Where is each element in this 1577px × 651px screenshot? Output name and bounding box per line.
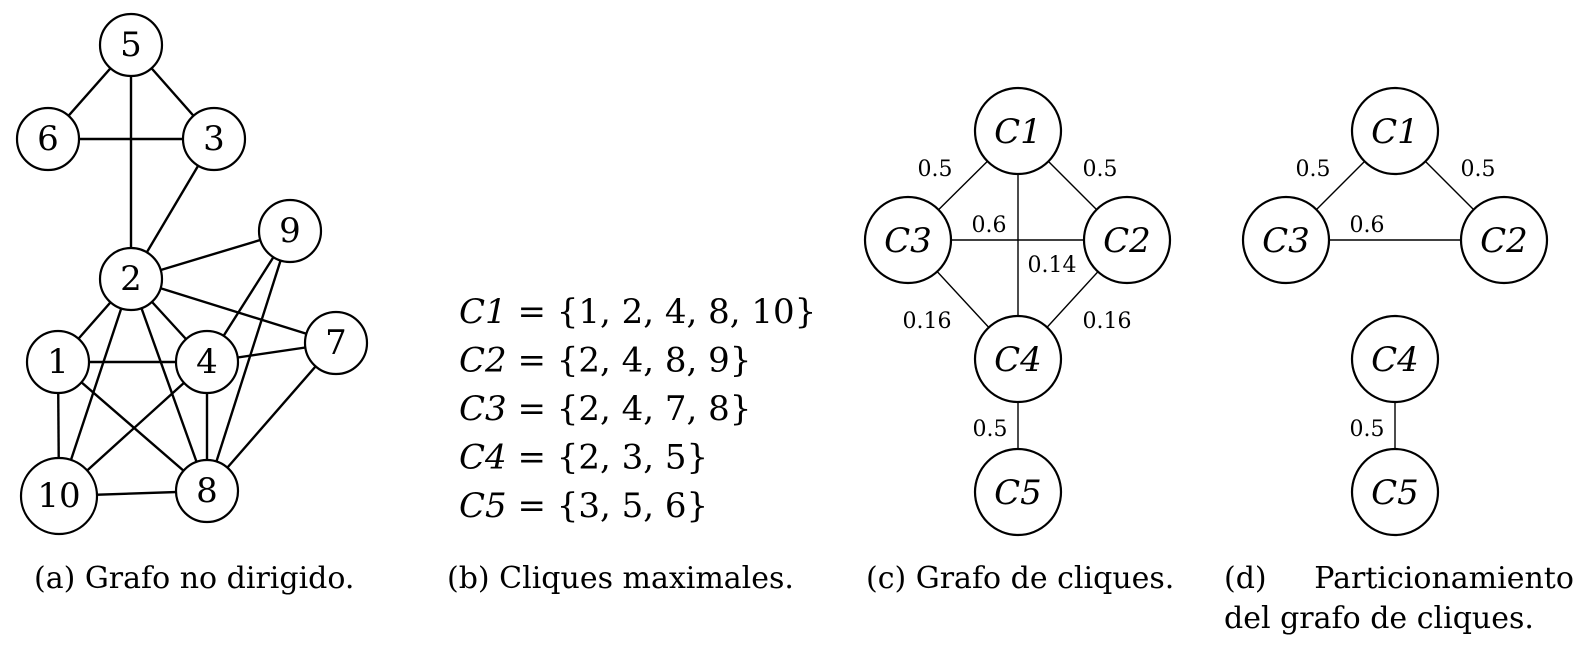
clique-node-label: C5: [994, 473, 1042, 513]
node-label: 5: [120, 25, 142, 65]
caption-c: (c) Grafo de cliques.: [866, 561, 1174, 596]
clique-node-label: C1: [994, 112, 1042, 152]
panel-d-weights: 0.5 0.5 0.6 0.5: [1296, 157, 1496, 442]
edge-weight: 0.5: [1350, 417, 1385, 442]
clique-node-label: C2: [1103, 221, 1151, 261]
clique-name: C3: [459, 389, 507, 429]
node-label: 1: [47, 342, 69, 382]
clique-node-C5: C5: [973, 447, 1063, 537]
panel-b-maximal-cliques: C1 = {1, 2, 4, 8, 10} C2 = {2, 4, 8, 9} C3…: [459, 292, 816, 526]
edge-weight: 0.16: [1083, 309, 1132, 334]
panel-d-edges: [1285, 130, 1505, 492]
edge-weight: 0.16: [903, 309, 952, 334]
clique-definition: C2 = {2, 4, 8, 9}: [459, 341, 751, 381]
caption-d-line2: del grafo de cliques.: [1224, 601, 1534, 636]
clique-members: {1, 2, 4, 8, 10}: [557, 292, 817, 332]
clique-definition: C5 = {3, 5, 6}: [459, 486, 708, 526]
clique-name: C1: [459, 292, 507, 332]
panel-c-weights: 0.5 0.5 0.6 0.14 0.16 0.16 0.5: [903, 157, 1132, 442]
clique-definition: C3 = {2, 4, 7, 8}: [459, 389, 751, 429]
equals-sign: =: [507, 341, 557, 381]
edge-weight: 0.5: [1461, 157, 1496, 182]
clique-node-C3: C3: [863, 195, 953, 285]
clique-node-label: C4: [994, 340, 1042, 380]
node-label: 8: [196, 471, 218, 511]
node-label: 3: [203, 119, 225, 159]
edge-weight: 0.5: [1296, 157, 1331, 182]
clique-members: {2, 4, 7, 8}: [557, 389, 752, 429]
node-8: 8: [174, 458, 240, 524]
node-1: 1: [25, 329, 91, 395]
clique-name: C2: [459, 341, 507, 381]
clique-node-C4: C4: [973, 314, 1063, 404]
clique-name: C5: [459, 486, 507, 526]
caption-a: (a) Grafo no dirigido.: [34, 561, 354, 596]
edge-weight: 0.6: [972, 213, 1007, 238]
edge-weight: 0.6: [1350, 213, 1385, 238]
node-7: 7: [303, 310, 369, 376]
node-6: 6: [15, 106, 81, 172]
node-label: 9: [279, 211, 301, 251]
clique-node-label: C3: [1262, 221, 1310, 261]
edge-2-8: [129, 278, 209, 492]
clique-members: {2, 4, 8, 9}: [557, 341, 752, 381]
clique-node-C4: C4: [1350, 314, 1440, 404]
equals-sign: =: [507, 389, 557, 429]
clique-node-label: C3: [884, 221, 932, 261]
edge-weight: 0.5: [918, 157, 953, 182]
clique-name: C4: [459, 438, 507, 478]
clique-definition: C4 = {2, 3, 5}: [459, 438, 708, 478]
clique-node-C5: C5: [1350, 447, 1440, 537]
node-label: 7: [325, 323, 347, 363]
caption-d-line1: (d) Particionamiento: [1224, 561, 1574, 596]
node-2: 2: [98, 246, 164, 312]
caption-b: (b) Cliques maximales.: [447, 561, 794, 596]
panel-a-undirected-graph: 1 2 3 4 5 6 7 8 9 10: [15, 12, 369, 536]
clique-node-C2: C2: [1459, 195, 1549, 285]
node-label: 10: [37, 476, 80, 516]
edge-7-8: [206, 342, 337, 492]
equals-sign: =: [507, 292, 557, 332]
equals-sign: =: [507, 486, 557, 526]
clique-node-label: C2: [1480, 221, 1528, 261]
panel-a-edges: [47, 44, 337, 498]
edge-weight: 0.14: [1028, 253, 1077, 278]
edge-weight: 0.5: [1083, 157, 1118, 182]
clique-node-C2: C2: [1082, 195, 1172, 285]
clique-members: {2, 3, 5}: [557, 438, 708, 478]
clique-node-C3: C3: [1241, 195, 1331, 285]
clique-node-C1: C1: [973, 86, 1063, 176]
node-3: 3: [181, 106, 247, 172]
node-4: 4: [174, 329, 240, 395]
edge-2-7: [130, 277, 337, 345]
node-label: 6: [37, 119, 59, 159]
panel-a-nodes: 1 2 3 4 5 6 7 8 9 10: [15, 12, 369, 536]
equals-sign: =: [507, 438, 557, 478]
edge-1-8: [57, 361, 208, 492]
node-5: 5: [98, 12, 164, 78]
clique-definition: C1 = {1, 2, 4, 8, 10}: [459, 292, 816, 332]
clique-node-label: C5: [1371, 473, 1419, 513]
clique-node-C1: C1: [1350, 86, 1440, 176]
node-10: 10: [19, 456, 99, 536]
edge-9-8: [205, 230, 292, 492]
edge-weight: 0.5: [973, 417, 1008, 442]
node-9: 9: [257, 198, 323, 264]
node-label: 4: [196, 342, 218, 382]
clique-node-label: C4: [1371, 340, 1419, 380]
clique-members: {3, 5, 6}: [557, 486, 708, 526]
node-label: 2: [120, 259, 142, 299]
clique-node-label: C1: [1371, 112, 1419, 152]
